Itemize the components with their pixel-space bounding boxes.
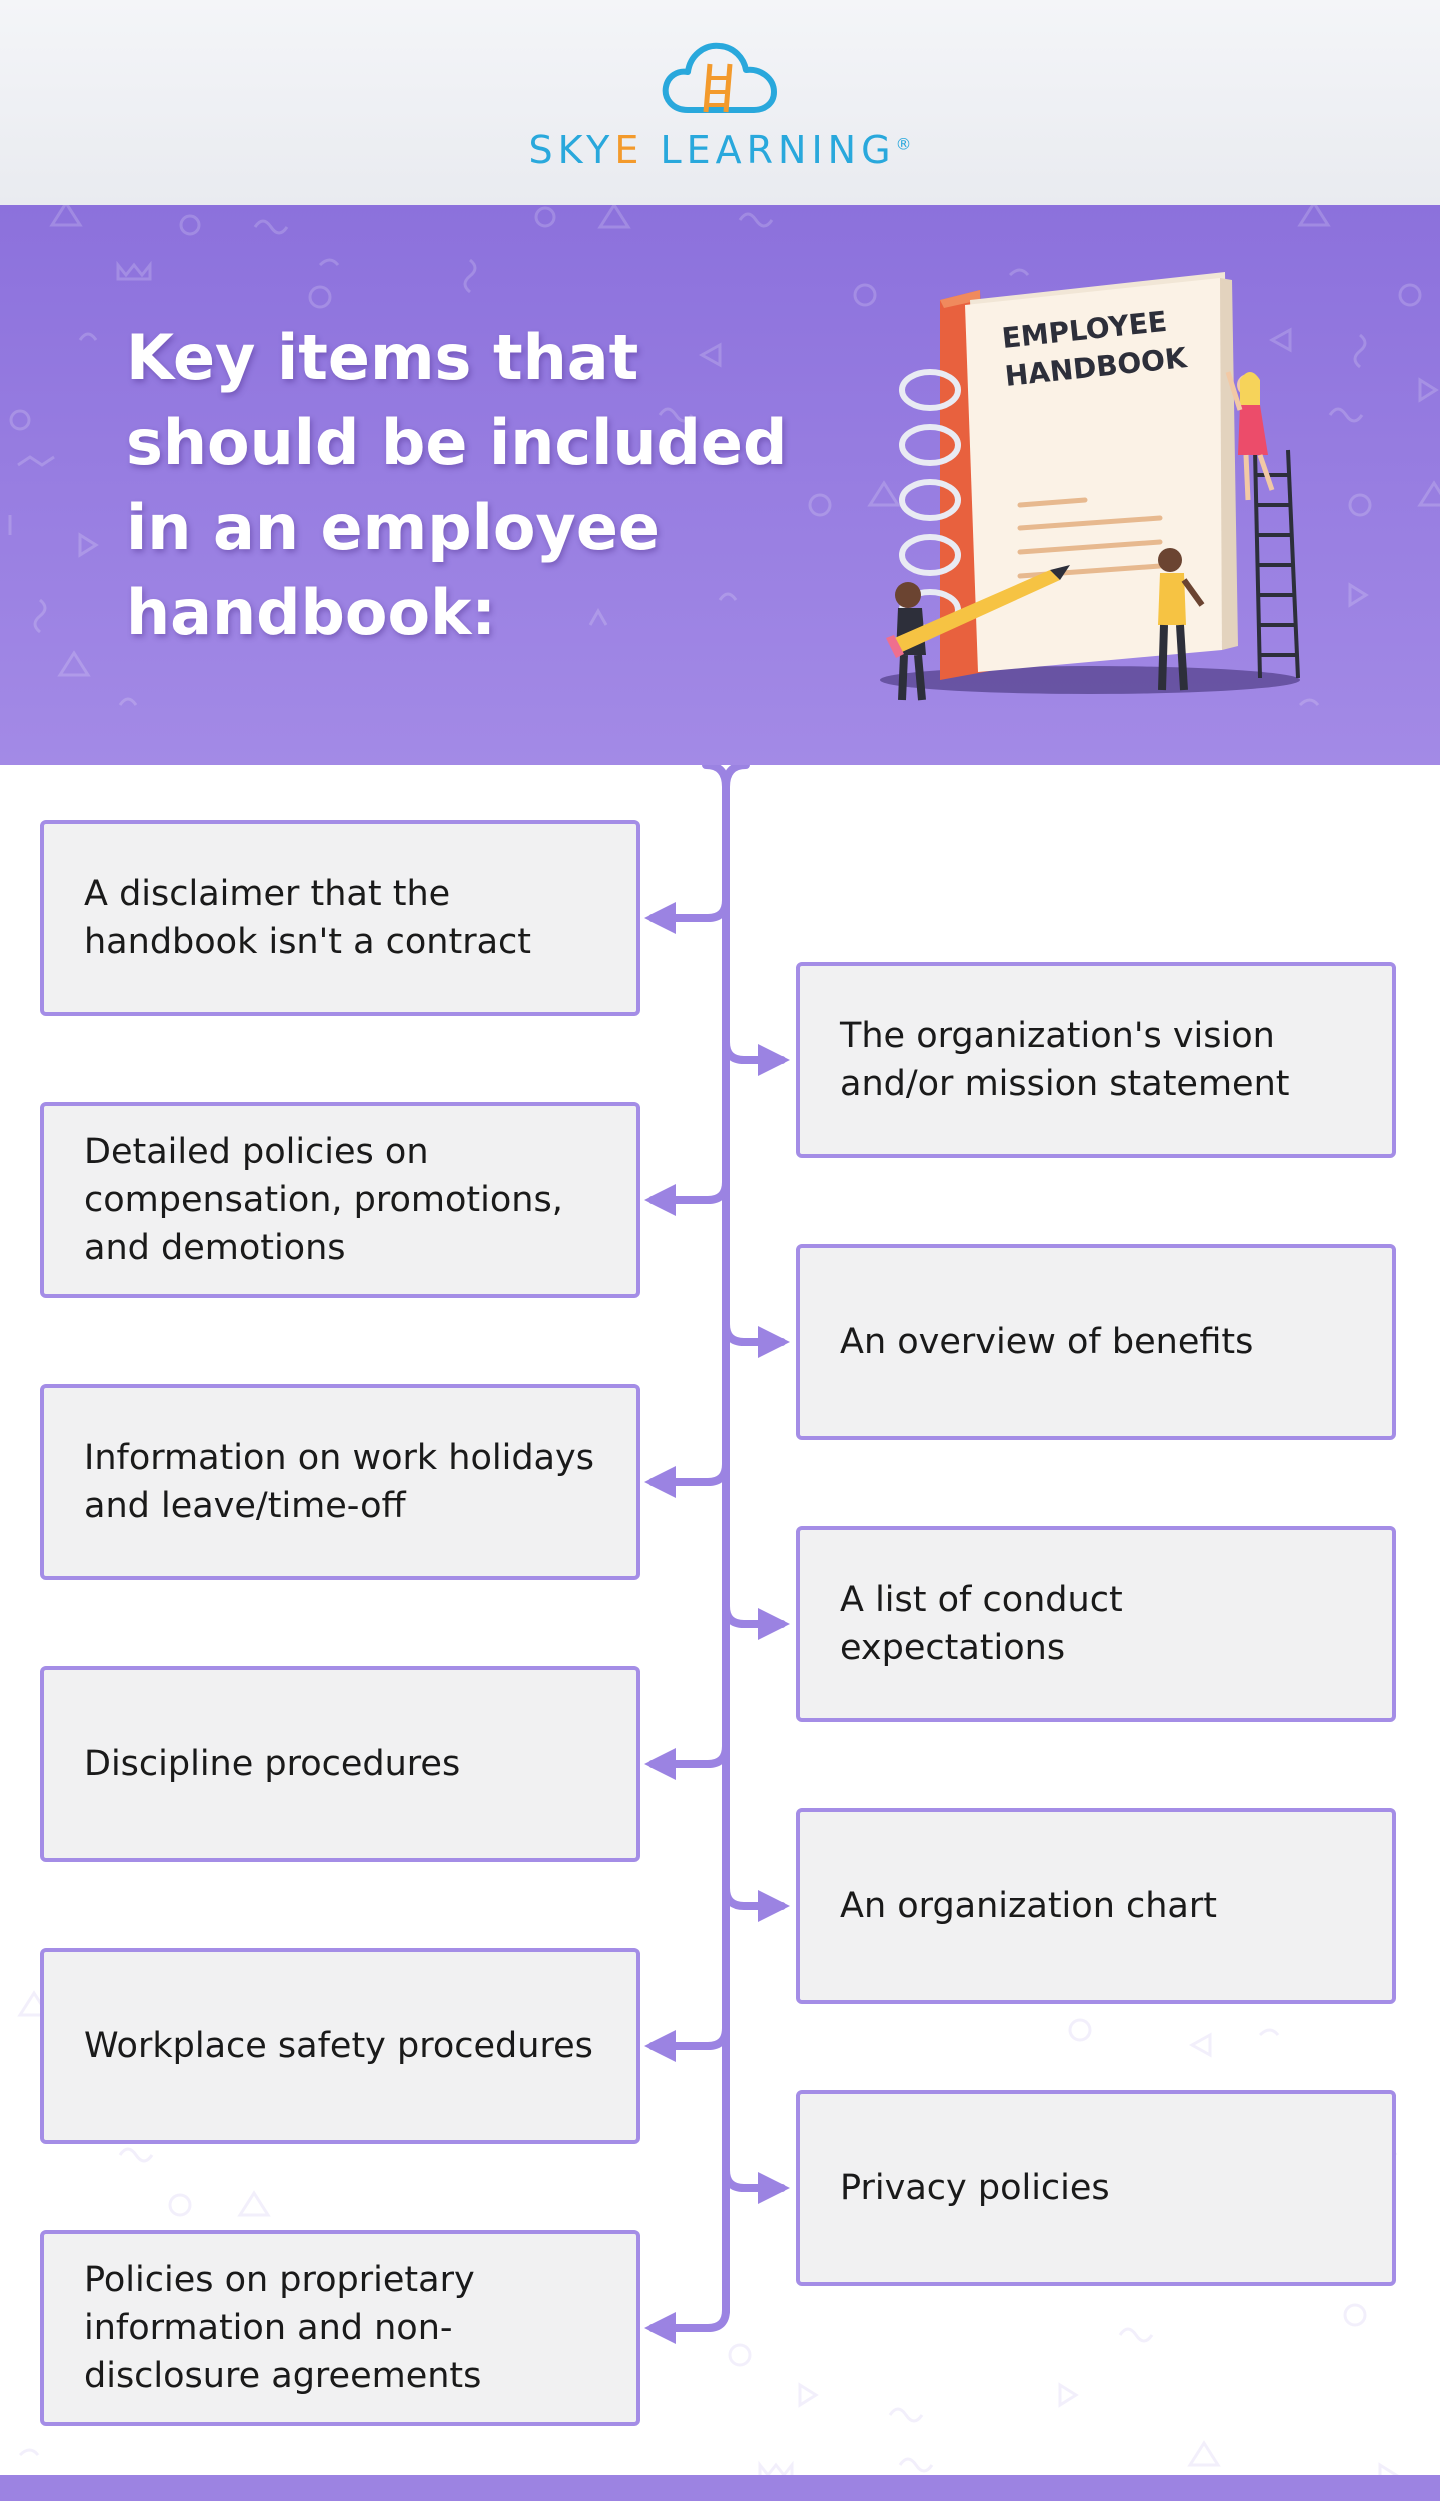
- handbook-item-card: An organization chart: [796, 1808, 1396, 2004]
- cloud-ladder-logo-icon: [662, 42, 777, 113]
- handbook-item-text: Policies on proprietary information and …: [84, 2260, 482, 2396]
- handbook-item-card: Information on work holidays and leave/t…: [40, 1384, 640, 1580]
- connector-arrowhead: [644, 2312, 676, 2344]
- handbook-item-text: A list of conduct expectations: [840, 1580, 1123, 1668]
- handbook-item-card: A disclaimer that the handbook isn't a c…: [40, 820, 640, 1016]
- handbook-item-card: Discipline procedures: [40, 1666, 640, 1862]
- connector-arrowhead: [758, 1044, 790, 1076]
- page-title: Key items that should be included in an …: [126, 321, 788, 649]
- handbook-item-card: An overview of benefits: [796, 1244, 1396, 1440]
- handbook-item-text: An organization chart: [840, 1886, 1217, 1926]
- handbook-item-card: A list of conduct expectations: [796, 1526, 1396, 1722]
- connector-arrowhead: [758, 2172, 790, 2204]
- handbook-item-card: Workplace safety procedures: [40, 1948, 640, 2144]
- handbook-item-card: Detailed policies on compensation, promo…: [40, 1102, 640, 1298]
- doodle-pattern-background: [8, 205, 1440, 707]
- connector-arrowhead: [644, 2030, 676, 2062]
- connector-arrowhead: [644, 1184, 676, 1216]
- handbook-item-text: Detailed policies on compensation, promo…: [84, 1132, 563, 1268]
- hero-banner: Key items that should be included in an …: [0, 205, 1440, 765]
- handbook-item-card: The organization's vision and/or mission…: [796, 962, 1396, 1158]
- bottom-accent-bar: [0, 2475, 1440, 2501]
- connector-arrowhead: [644, 1466, 676, 1498]
- connector-arrowhead: [758, 1890, 790, 1922]
- handbook-item-text: Discipline procedures: [84, 1744, 461, 1784]
- handbook-item-text: The organization's vision and/or mission…: [840, 1016, 1290, 1104]
- employee-handbook-illustration: EMPLOYEE HANDBOOK: [880, 272, 1300, 701]
- connector-arrowhead: [644, 1748, 676, 1780]
- handbook-item-text: Information on work holidays and leave/t…: [84, 1438, 594, 1526]
- header: SKYE LEARNING®: [0, 0, 1440, 205]
- handbook-item-card: Privacy policies: [796, 2090, 1396, 2286]
- handbook-item-text: Workplace safety procedures: [84, 2026, 593, 2066]
- handbook-item-text: A disclaimer that the handbook isn't a c…: [84, 874, 532, 962]
- handbook-item-card: Policies on proprietary information and …: [40, 2230, 640, 2426]
- brand-wordmark: SKYE LEARNING®: [528, 128, 912, 172]
- handbook-item-text: Privacy policies: [840, 2168, 1110, 2208]
- handbook-item-text: An overview of benefits: [840, 1322, 1254, 1362]
- connector-arrowhead: [758, 1608, 790, 1640]
- connector-arrowhead: [758, 1326, 790, 1358]
- connector-arrowhead: [644, 902, 676, 934]
- tree-connector-diagram: [17, 765, 1399, 2488]
